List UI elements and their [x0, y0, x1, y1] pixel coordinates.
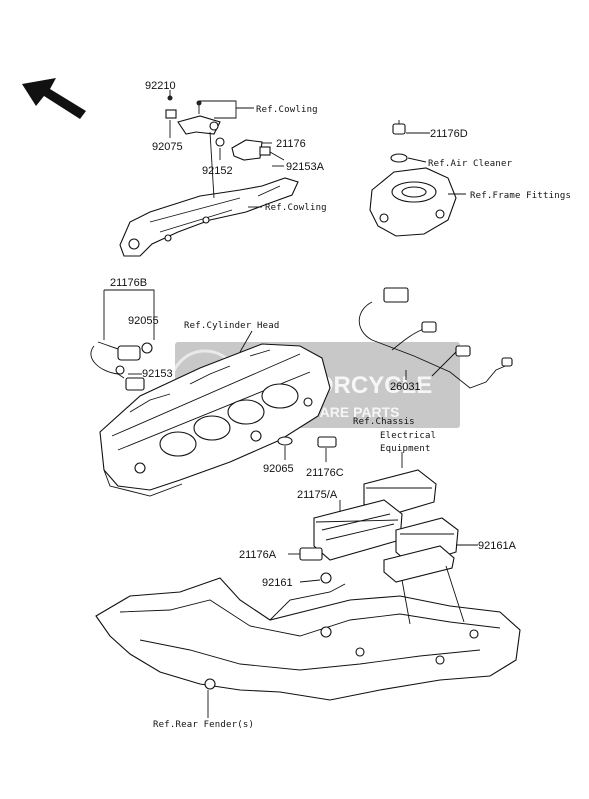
ref-chassis-2: Electrical — [380, 431, 436, 441]
sensor-21176b-assembly — [90, 341, 153, 391]
cowling-bracket-assembly — [119, 95, 299, 257]
label-92075: 92075 — [152, 141, 183, 153]
ref-cylinder-head: Ref.Cylinder Head — [184, 321, 280, 331]
ref-air-cleaner: Ref.Air Cleaner — [428, 159, 513, 169]
label-21176B: 21176B — [110, 277, 147, 289]
front-direction-arrow-icon — [22, 78, 86, 119]
label-92153A: 92153A — [286, 161, 325, 173]
label-21176C: 21176C — [306, 467, 344, 479]
sensor-21176c — [317, 436, 337, 448]
ref-cowling-top: Ref.Cowling — [256, 105, 318, 115]
label-92161: 92161 — [262, 577, 293, 589]
label-21175A: 21175/A — [297, 489, 338, 501]
label-21176D: 21176D — [430, 128, 468, 140]
label-92152: 92152 — [202, 165, 233, 177]
washer-92065 — [277, 436, 293, 446]
label-92055: 92055 — [128, 315, 159, 327]
label-26031: 26031 — [390, 381, 421, 393]
ref-cowling-mid: Ref.Cowling — [265, 203, 327, 213]
ref-frame-fittings: Ref.Frame Fittings — [470, 191, 571, 201]
sensor-21176a — [299, 547, 323, 561]
intake-sensor-assembly — [369, 120, 457, 237]
wiring-harness-26031 — [358, 287, 513, 389]
label-92153: 92153 — [142, 368, 173, 380]
label-92065: 92065 — [263, 463, 294, 475]
label-92210: 92210 — [145, 80, 176, 92]
cylinder-head — [99, 343, 331, 497]
ref-chassis-1: Ref.Chassis — [353, 417, 415, 427]
ecu-21175a — [313, 469, 437, 561]
label-92161A: 92161A — [478, 540, 517, 552]
ref-chassis-3: Equipment — [380, 444, 431, 454]
label-21176: 21176 — [276, 138, 306, 150]
ref-rear-fender: Ref.Rear Fender(s) — [153, 720, 254, 730]
bracket-92161a — [383, 517, 459, 583]
bolt-92161 — [320, 572, 332, 584]
watermark-line2: SPARE PARTS — [302, 404, 400, 420]
label-21176A: 21176A — [239, 549, 277, 561]
rear-fender — [95, 565, 521, 701]
